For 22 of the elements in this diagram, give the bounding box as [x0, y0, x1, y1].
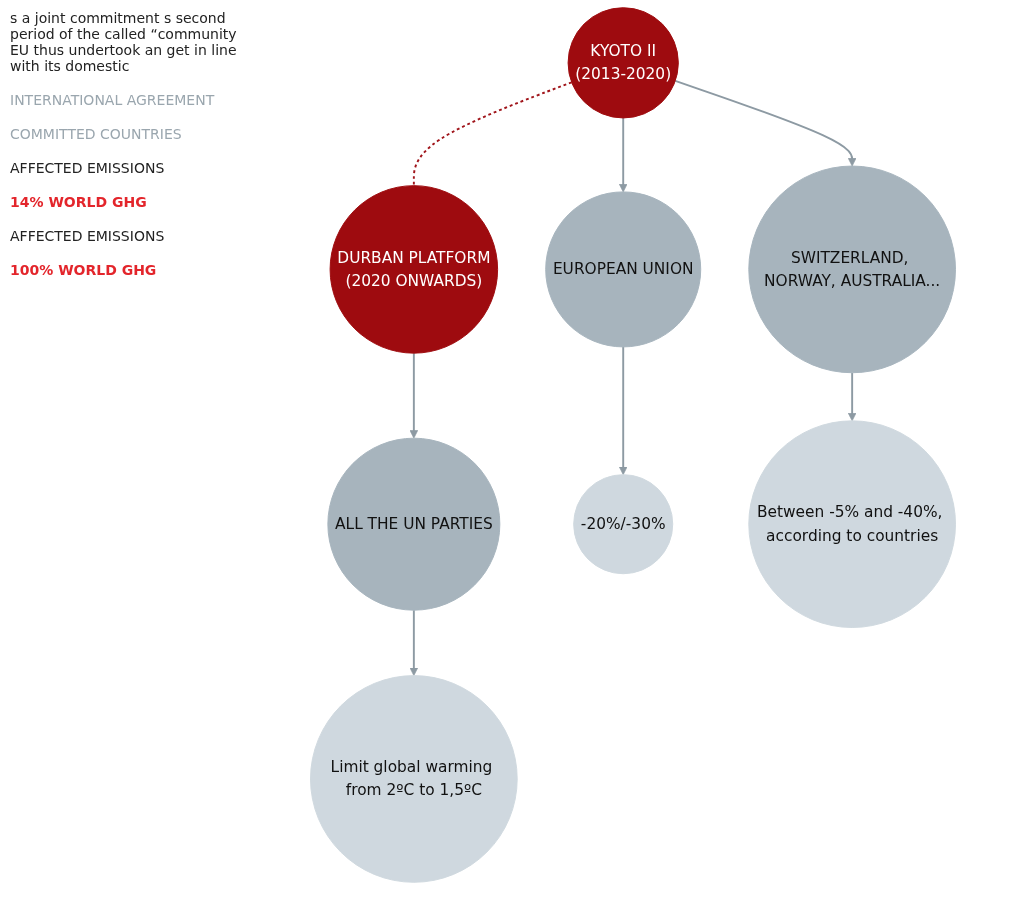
annotation-label: AFFECTED EMISSIONS [10, 160, 166, 176]
arrow [674, 79, 857, 167]
node-circle: ALL THE UN PARTIES [327, 437, 501, 611]
annotation-label: 100% WORLD GHG [10, 262, 158, 278]
arrow [847, 371, 857, 422]
node-circle: DURBAN PLATFORM (2020 ONWARDS) [329, 185, 499, 354]
annotation-label: AFFECTED EMISSIONS [10, 228, 166, 244]
node-circle: -20%/-30% [573, 474, 674, 575]
connector [412, 81, 573, 187]
arrow [619, 117, 628, 193]
arrow [409, 352, 419, 439]
arrow [409, 609, 419, 676]
node-circle: Between -5% and -40%, according to countries [748, 420, 956, 628]
paragraph-text: s a joint commitment s second period of the called “community EU thus undertook an get in line with its domestic [10, 10, 238, 74]
annotation-label: INTERNATIONAL AGREEMENT [10, 92, 216, 108]
arrow [619, 345, 628, 475]
annotation-label: 14% WORLD GHG [10, 194, 148, 210]
node-circle: EUROPEAN UNION [545, 191, 702, 348]
node-circle: Limit global warming from 2ºC to 1,5ºC [310, 675, 518, 883]
node-circle: SWITZERLAND, NORWAY, AUSTRALIA... [748, 165, 956, 374]
node-circle: KYOTO II (2013-2020) [567, 7, 679, 119]
annotation-label: COMMITTED COUNTRIES [10, 126, 183, 142]
